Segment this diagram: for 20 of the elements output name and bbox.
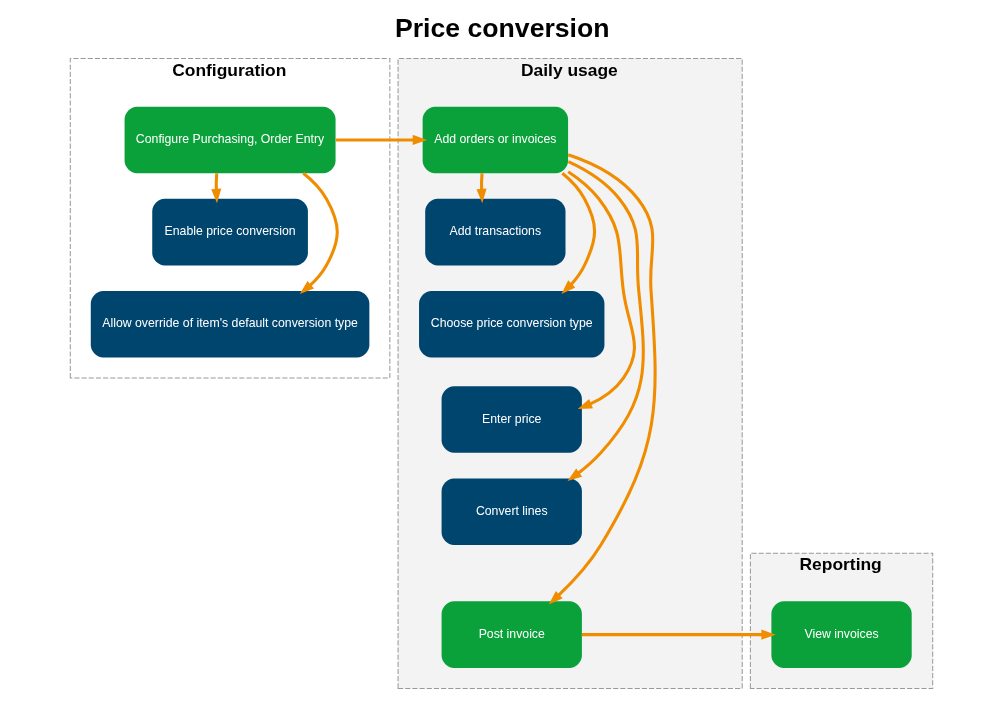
node-box: Add orders or invoices [422,106,568,174]
node-box: Choose price conversion type [418,291,604,358]
node-box: Add transactions [424,198,565,266]
arrow [210,173,221,204]
diagram-title: Price conversion [394,12,610,43]
arrow [581,629,776,640]
arrow [566,170,636,410]
arrow [567,160,645,482]
node-box: Enter price [441,386,582,453]
node-box: View invoices [770,601,912,668]
node-box: Enable price conversion [151,198,308,266]
arrow [548,153,657,605]
arrow [335,134,427,145]
node-box: Configure Purchasing, Order Entry [124,106,336,174]
arrow [475,173,487,204]
node-box: Convert lines [441,478,582,545]
node-box: Allow override of item's default conversion type [90,291,369,358]
arrow [299,172,339,294]
arrow [560,172,596,295]
node-box: Post invoice [441,601,582,668]
